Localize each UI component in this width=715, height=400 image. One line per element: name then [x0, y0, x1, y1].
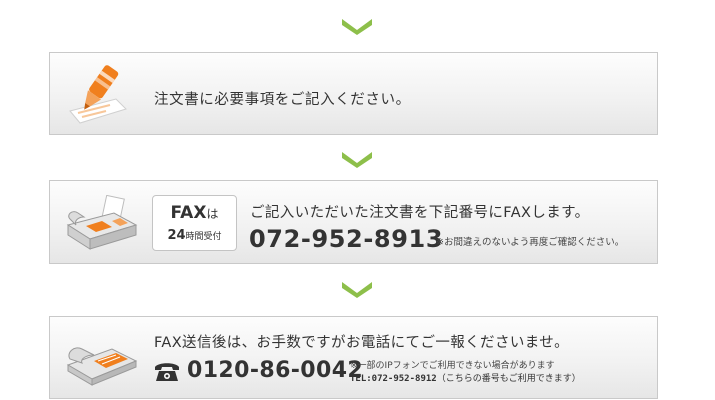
fax-machine-icon — [62, 194, 140, 253]
telephone-icon — [64, 327, 138, 387]
chevron-down-icon — [339, 149, 375, 169]
step-1-text: 注文書に必要事項をご記入ください。 — [154, 92, 411, 108]
chevron-down-icon — [339, 279, 375, 299]
phone-number: 0120-86-0042 — [187, 358, 364, 383]
chevron-down-icon — [339, 16, 375, 36]
badge-fax-text: FAX — [170, 203, 207, 223]
fax-24h-badge: FAXは 24時間受付 — [152, 195, 237, 251]
pen-icon — [66, 61, 128, 125]
fax-number: 072-952-8913 — [249, 225, 444, 253]
step-2-panel: FAXは 24時間受付 ご記入いただいた注文書を下記番号にFAXします。 072… — [49, 180, 658, 264]
step-3-text: FAX送信後は、お手数ですがお電話にてご一報くださいませ。 — [154, 335, 570, 351]
badge-hours: 24 — [167, 228, 186, 243]
badge-ha-text: は — [206, 207, 219, 221]
step-3-panel: FAX送信後は、お手数ですがお電話にてご一報くださいませ。 0120-86-00… — [49, 316, 658, 399]
badge-reception: 時間受付 — [185, 232, 222, 242]
ip-phone-note: ※一部のIPフォンでご利用できない場合があります — [350, 361, 555, 371]
tel-number: TEL:072-952-8912 — [350, 374, 437, 384]
phone-handset-icon — [154, 361, 180, 383]
step-2-text: ご記入いただいた注文書を下記番号にFAXします。 — [250, 205, 590, 221]
fax-note: ※お間違えのないよう再度ご確認ください。 — [436, 237, 625, 248]
tel-note-suffix: （こちらの番号もご利用できます） — [436, 374, 581, 384]
step-1-panel: 注文書に必要事項をご記入ください。 — [49, 52, 658, 135]
tel-note: TEL:072-952-8912（こちらの番号もご利用できます） — [350, 371, 581, 384]
